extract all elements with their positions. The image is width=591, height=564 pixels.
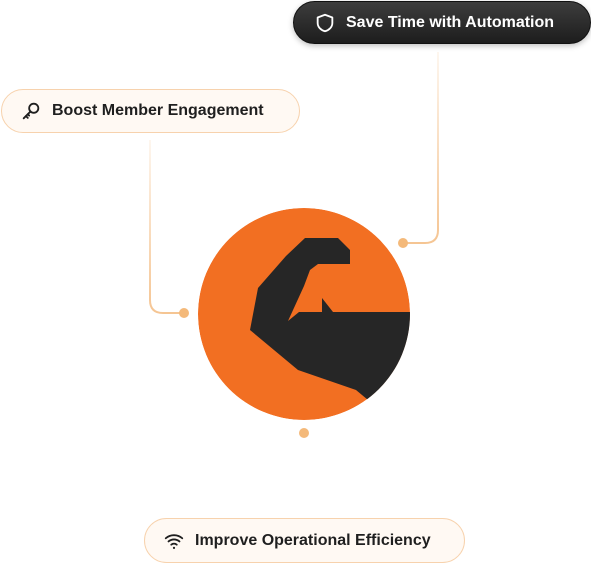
connector-node-automation [398, 238, 408, 248]
shield-icon [314, 12, 336, 34]
feature-label-efficiency: Improve Operational Efficiency [195, 531, 431, 549]
wifi-icon [163, 530, 185, 552]
connector-node-efficiency [299, 428, 309, 438]
connector-automation [403, 52, 439, 244]
flexed-arm-logo-icon [198, 208, 410, 420]
connector-node-engagement [179, 308, 189, 318]
feature-label-engagement: Boost Member Engagement [52, 102, 264, 119]
feature-pill-engagement: Boost Member Engagement [1, 89, 300, 133]
center-logo [198, 208, 410, 420]
feature-pill-automation: Save Time with Automation [293, 1, 591, 44]
key-icon [20, 100, 42, 122]
feature-pill-efficiency: Improve Operational Efficiency [144, 518, 465, 563]
feature-label-automation: Save Time with Automation [346, 13, 555, 31]
connector-engagement [149, 140, 184, 314]
